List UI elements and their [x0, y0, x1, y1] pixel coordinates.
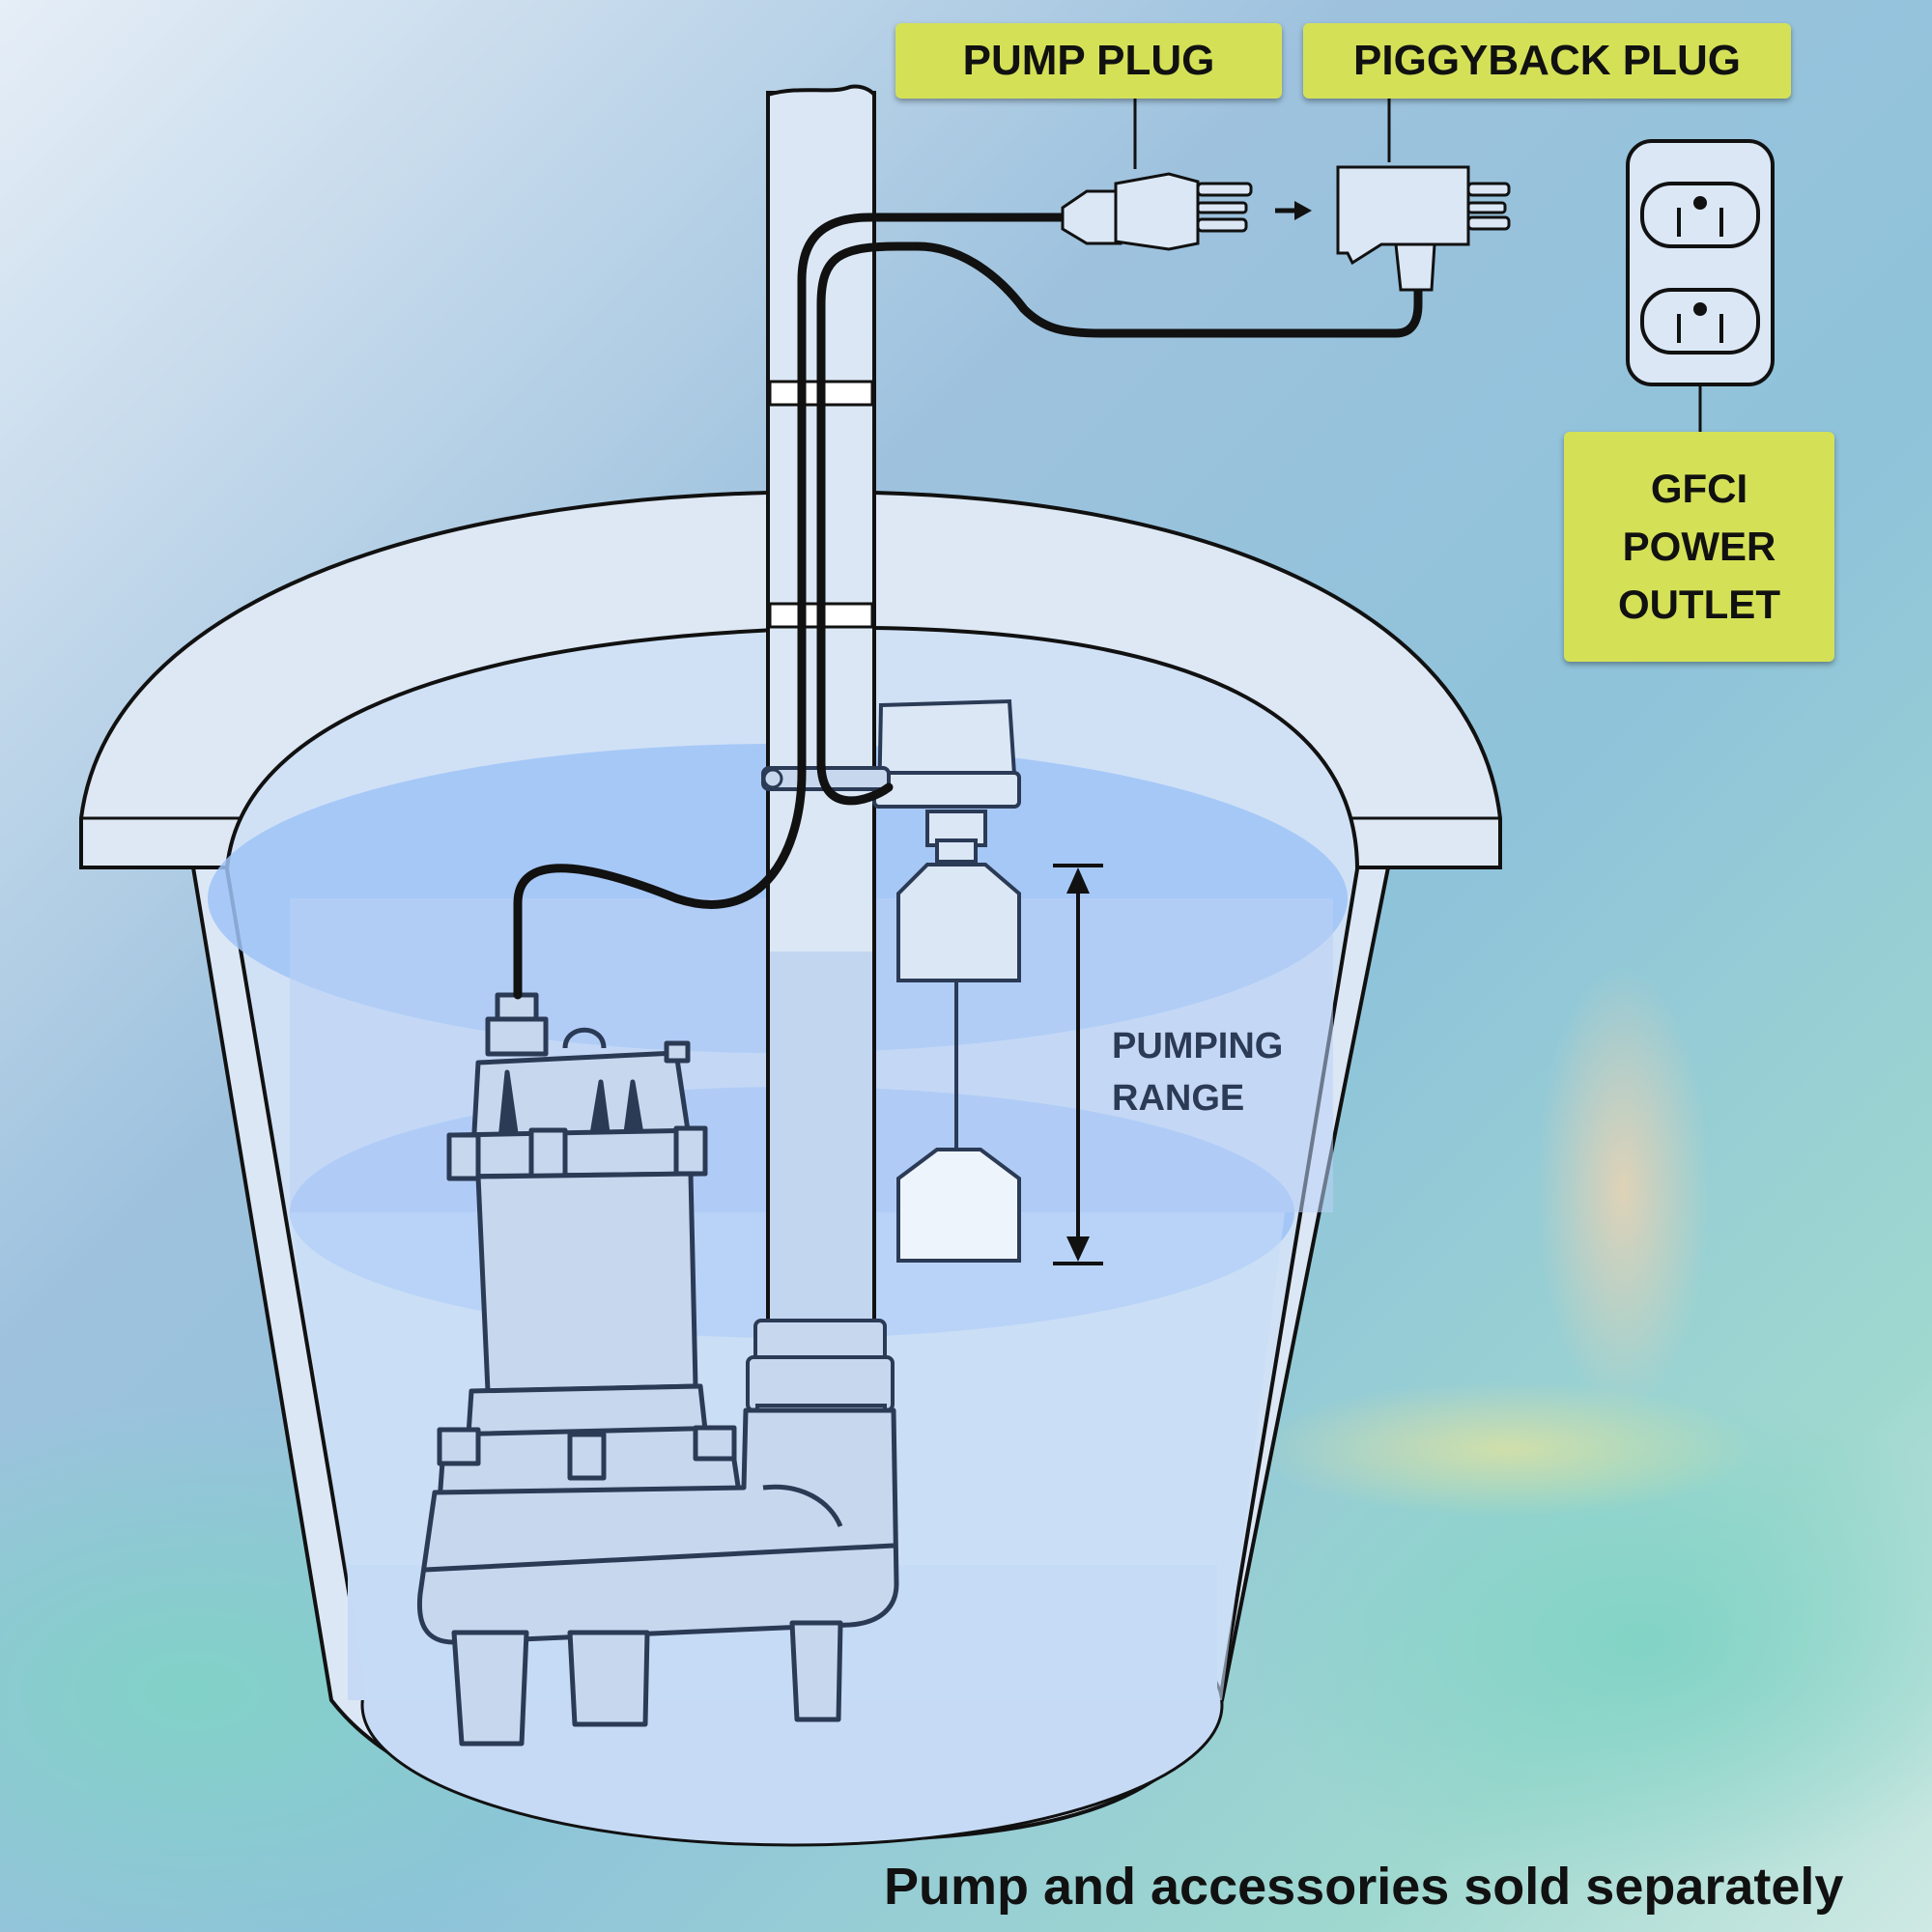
float-switch-clamp-bolt	[762, 768, 783, 789]
pump-plug	[1061, 172, 1253, 251]
piggyback-plug	[1336, 165, 1511, 292]
piggyback-plug-prong	[1466, 182, 1511, 197]
pump-base-band	[424, 1543, 895, 1573]
pump-plug-label-text: PUMP PLUG	[962, 37, 1215, 84]
pump-flange	[449, 1127, 708, 1179]
pump-power-cord	[513, 213, 1072, 1000]
piggyback-plug-label-text: PIGGYBACK PLUG	[1353, 37, 1741, 84]
piggyback-plug-body	[1336, 165, 1470, 266]
float-switch-cord	[816, 242, 1423, 806]
pump-leg	[451, 1630, 529, 1747]
discharge-pipe-top	[767, 84, 876, 97]
range-arrow-down-icon	[1066, 1236, 1090, 1262]
pipe-underwater-tint	[770, 952, 872, 1343]
float-switch-nut	[935, 838, 978, 864]
pumping-range-label-line2: RANGE	[1112, 1078, 1245, 1119]
gfci-receptacle-bottom	[1640, 288, 1760, 355]
gfci-slots	[1677, 196, 1723, 343]
footer-note: Pump and accessories sold separately	[884, 1858, 1844, 1916]
pump-plug-body	[1114, 172, 1200, 251]
pump-flange-tab	[446, 1132, 481, 1181]
gfci-label-line1: GFCI	[1650, 466, 1748, 511]
background-blur-board	[1256, 1381, 1758, 1517]
pump-leg	[567, 1630, 650, 1727]
pump-leg	[789, 1620, 843, 1722]
pumping-range-bracket	[1053, 864, 1103, 1265]
float-upper	[896, 863, 1021, 982]
piggyback-plug-label: PIGGYBACK PLUG	[1303, 23, 1791, 99]
pipe-adapter	[746, 1355, 895, 1412]
pump-cord-base	[485, 1016, 549, 1057]
pump-volute	[416, 1407, 899, 1645]
piggyback-plug-prong	[1466, 201, 1507, 214]
arrow-head-icon	[1294, 201, 1312, 220]
gfci-label-line3: OUTLET	[1618, 582, 1780, 627]
float-switch-base	[872, 771, 1021, 809]
pump-plug-prong	[1196, 217, 1248, 233]
gfci-receptacle-top	[1640, 182, 1760, 248]
gfci-power-outlet-label: GFCI POWER OUTLET	[1564, 432, 1834, 662]
range-arrow-up-icon	[1066, 867, 1090, 894]
pump-motor-housing	[475, 1171, 698, 1394]
pump-volute-tab	[693, 1425, 737, 1462]
piggyback-plug-cord-exit	[1394, 242, 1436, 292]
pump-plug-label: PUMP PLUG	[895, 23, 1282, 99]
pump-plug-prong	[1196, 201, 1248, 214]
float-switch	[872, 698, 1021, 1263]
gfci-outlet	[1626, 139, 1775, 386]
gfci-label-line2: POWER	[1622, 524, 1776, 569]
pump-volute-tab	[437, 1427, 481, 1466]
background-blur-sea	[1236, 1391, 1932, 1893]
float-lower	[896, 1148, 1021, 1263]
pump-plug-prong	[1196, 182, 1253, 197]
piggyback-plug-prong	[1466, 215, 1511, 231]
pumping-range-label-line1: PUMPING	[1112, 1026, 1284, 1066]
pump-flange-tab	[673, 1125, 708, 1177]
pump-top-cap	[664, 1040, 691, 1064]
pump-handle	[562, 1027, 607, 1049]
pump-volute-tab	[567, 1432, 607, 1481]
background-blur-figure	[1536, 966, 1710, 1410]
pump-volute-detail	[762, 1484, 843, 1528]
sump-pump	[416, 992, 899, 1747]
